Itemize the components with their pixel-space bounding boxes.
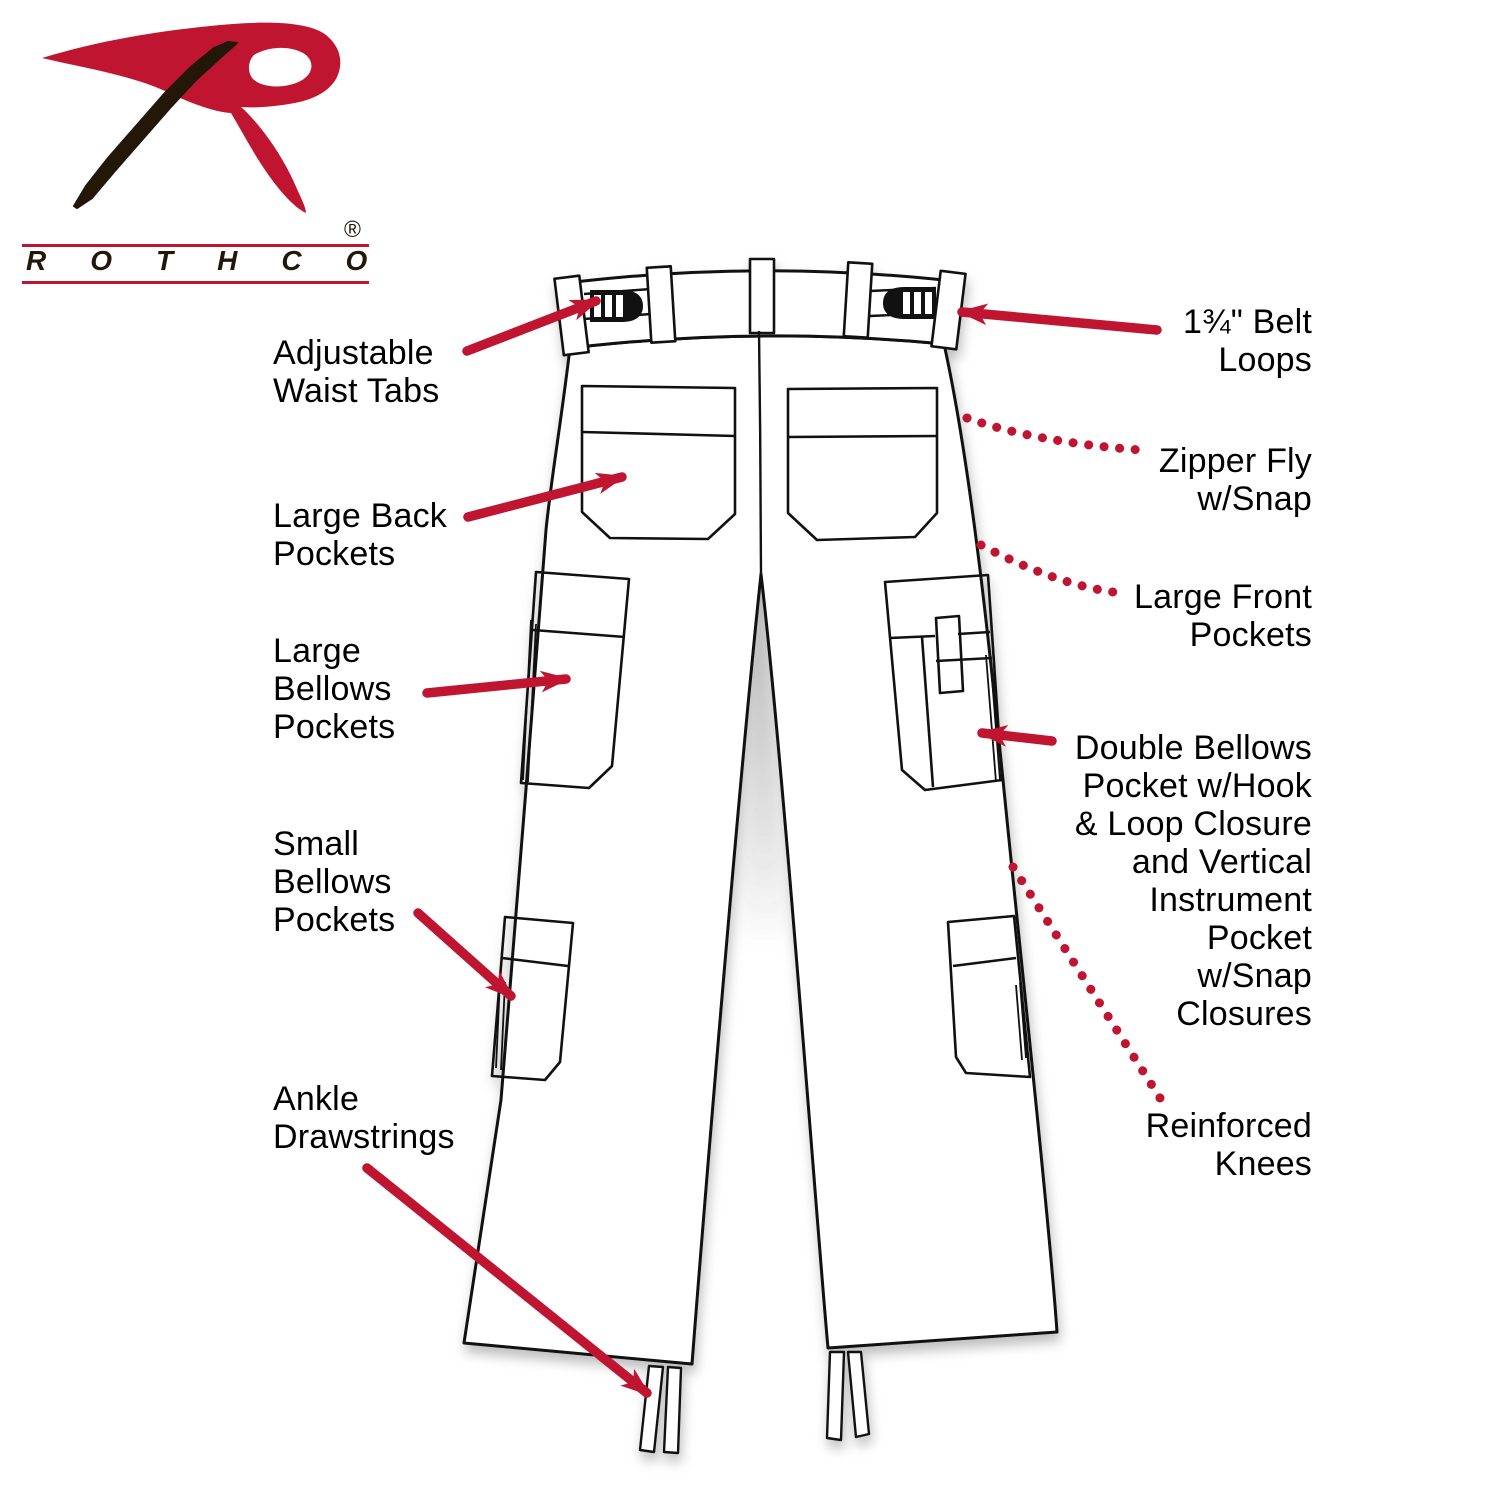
logo-black-stroke [73, 41, 238, 209]
dotted-leader-reinforced-knees [1008, 862, 1165, 1103]
logo-rule-top [22, 244, 369, 247]
logo-wordmark: ROTHCO [26, 245, 412, 276]
large-bellows-pocket-left [519, 570, 631, 790]
callout-large-bellows-pockets: Large Bellows Pockets [273, 632, 396, 746]
waist-tab-buckle-left [590, 290, 643, 322]
logo-rule-bottom [22, 281, 369, 284]
registered-trademark-symbol: ® [344, 216, 361, 242]
arrow-small-bellows-pockets [413, 908, 516, 1001]
ankle-drawstrings [638, 1350, 871, 1455]
callout-large-back-pockets: Large Back Pockets [273, 497, 447, 573]
back-pocket-right [786, 386, 939, 542]
belt-loop [842, 261, 874, 339]
dotted-leader-zipper-fly [962, 413, 1145, 455]
drawstring [846, 1350, 871, 1439]
arrow-adjustable-waist-tabs [462, 296, 601, 356]
callout-reinforced-knees: Reinforced Knees [1145, 1107, 1312, 1183]
drawstring [662, 1365, 683, 1455]
callout-adjustable-waist-tabs: Adjustable Waist Tabs [273, 334, 440, 410]
back-pocket-left [580, 384, 737, 541]
belt-loop [645, 265, 677, 344]
arrow-large-bellows-pockets [422, 670, 571, 698]
center-back-seam [757, 330, 763, 575]
waist-tab-buckle-right [883, 287, 936, 319]
double-bellows-pocket-right [883, 573, 1004, 792]
drawstring [638, 1364, 665, 1454]
small-bellows-pocket-right [946, 914, 1032, 1079]
pants-body [462, 334, 1059, 1366]
crotch-shadow [737, 580, 789, 950]
dotted-leader-large-front-pockets [976, 540, 1118, 597]
callout-zipper-fly: Zipper Fly w/Snap [1158, 442, 1312, 518]
pants-line-art [462, 257, 1059, 1455]
drawstring [825, 1350, 846, 1442]
instrument-pocket [934, 614, 965, 695]
callout-connectors [362, 296, 1165, 1398]
arrow-double-bellows-pocket [977, 725, 1057, 747]
callout-double-bellows-pocket: Double Bellows Pocket w/Hook & Loop Clos… [1074, 729, 1312, 1033]
callout-belt-loops: 1¾" Belt Loops [1183, 303, 1312, 379]
arrow-belt-loops [957, 303, 1162, 335]
belt-loop [748, 257, 776, 335]
callout-large-front-pockets: Large Front Pockets [1134, 578, 1312, 654]
callout-small-bellows-pockets: Small Bellows Pockets [273, 825, 396, 939]
arrow-ankle-drawstrings [362, 1163, 652, 1398]
arrow-large-back-pockets [463, 472, 627, 522]
logo-red-swoosh [42, 22, 341, 214]
callout-ankle-drawstrings: Ankle Drawstrings [273, 1080, 455, 1156]
rothco-logo-mark [42, 22, 341, 214]
